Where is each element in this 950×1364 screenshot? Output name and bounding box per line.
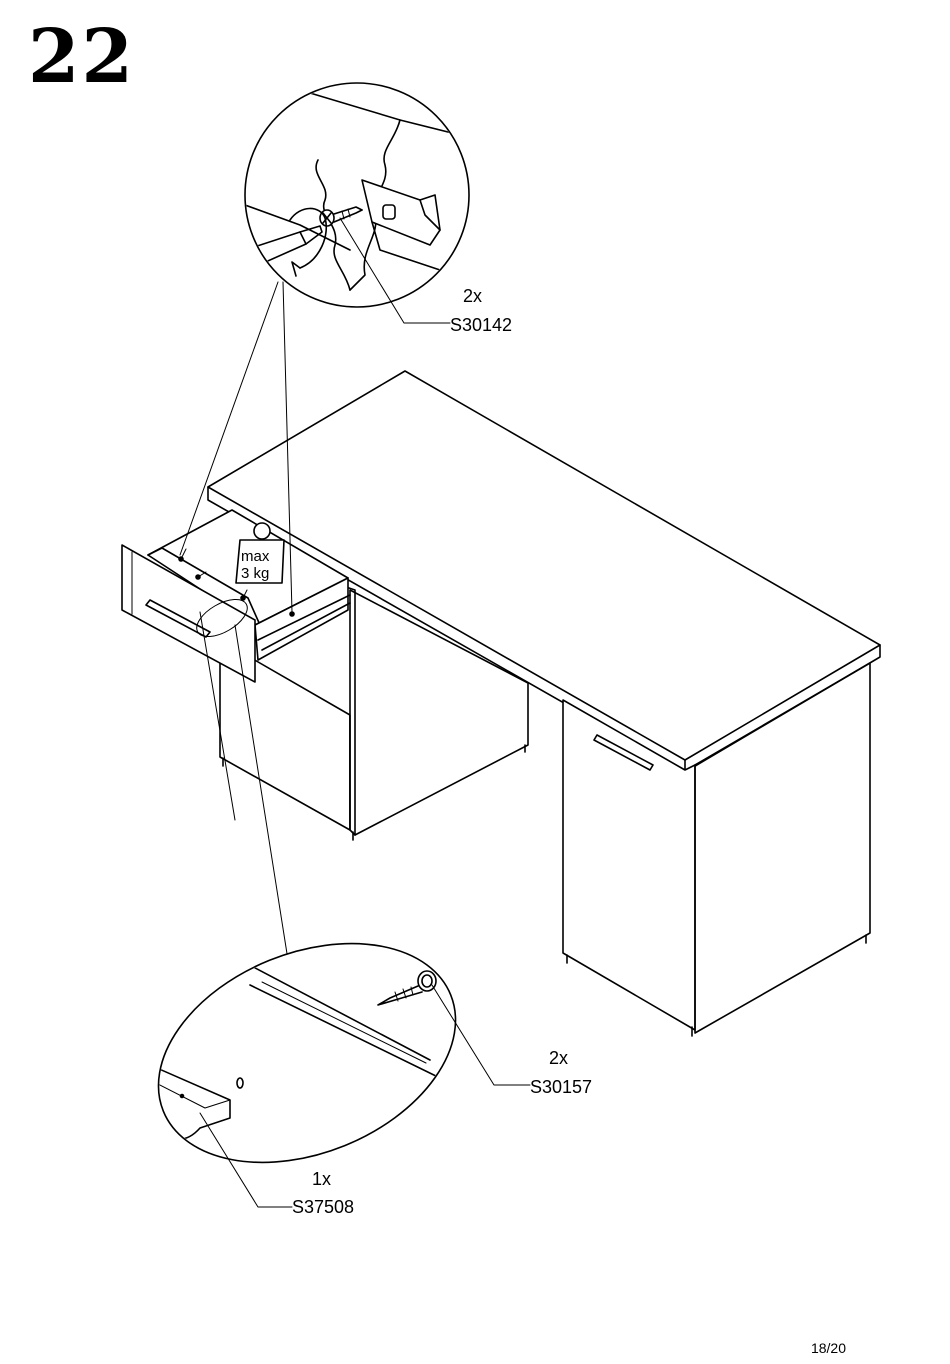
- callout-qty-s37508: 1x: [312, 1170, 331, 1188]
- callout-code-s30142: S30142: [450, 316, 512, 334]
- callout-code-s30157: S30157: [530, 1078, 592, 1096]
- callout-code-s37508: S37508: [292, 1198, 354, 1216]
- detail-circle-rail-screw: [245, 83, 469, 307]
- weight-label-max: max: [241, 548, 270, 565]
- callout-qty-s30157: 2x: [549, 1049, 568, 1067]
- weight-label-kg: 3 kg: [241, 565, 269, 582]
- desk-illustration: max 3 kg: [122, 371, 880, 1036]
- callout-qty-s30142: 2x: [463, 287, 482, 305]
- detail-ellipse-handle-screw: [126, 902, 488, 1204]
- page-number: 18/20: [811, 1340, 846, 1356]
